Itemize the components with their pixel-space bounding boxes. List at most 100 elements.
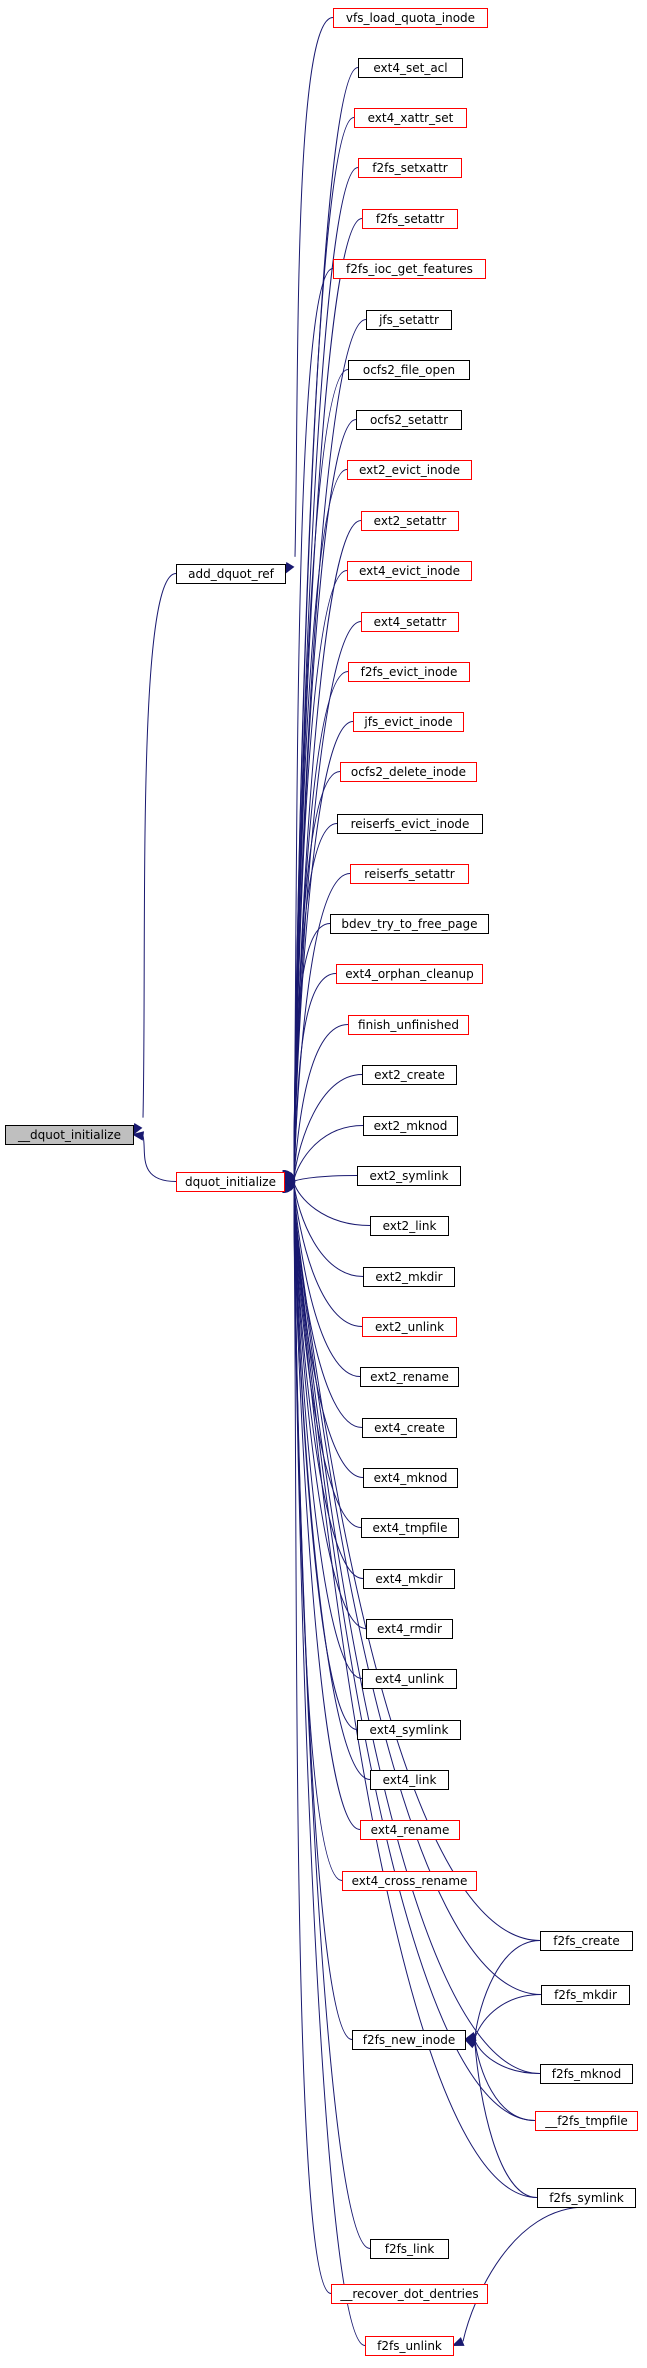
node-box-ext4_set_acl[interactable] bbox=[358, 58, 463, 78]
node-bdev_try_to_free_page[interactable]: bdev_try_to_free_page bbox=[330, 914, 489, 934]
node-box-ext4_mkdir[interactable] bbox=[363, 1569, 455, 1589]
node-box-bdev_try_to_free_page[interactable] bbox=[330, 914, 489, 934]
node-ext2_rename[interactable]: ext2_rename bbox=[360, 1367, 459, 1387]
node-box-f2fs_ioc_get_features[interactable] bbox=[333, 259, 486, 279]
node-box-ext4_mknod[interactable] bbox=[363, 1468, 458, 1488]
node-f2fs_mknod[interactable]: f2fs_mknod bbox=[540, 2064, 633, 2084]
node-f2fs_unlink[interactable]: f2fs_unlink bbox=[365, 2336, 454, 2356]
node-finish_unfinished[interactable]: finish_unfinished bbox=[348, 1015, 469, 1035]
node-box-reiserfs_evict_inode[interactable] bbox=[337, 814, 483, 834]
node-ext2_create[interactable]: ext2_create bbox=[362, 1065, 457, 1085]
node-box-f2fs_evict_inode[interactable] bbox=[348, 662, 470, 682]
node-f2fs_setxattr[interactable]: f2fs_setxattr bbox=[358, 158, 462, 178]
node-ext4_rename[interactable]: ext4_rename bbox=[360, 1820, 460, 1840]
node-box-vfs_load_quota_inode[interactable] bbox=[333, 8, 488, 28]
node-box-f2fs_unlink[interactable] bbox=[365, 2336, 454, 2356]
node-box-ext4_setattr[interactable] bbox=[361, 612, 459, 632]
node-ext2_unlink[interactable]: ext2_unlink bbox=[362, 1317, 457, 1337]
node-box-ext4_orphan_cleanup[interactable] bbox=[336, 964, 483, 984]
node-f2fs_ioc_get_features[interactable]: f2fs_ioc_get_features bbox=[333, 259, 486, 279]
node-ext4_create[interactable]: ext4_create bbox=[362, 1418, 457, 1438]
node-ext2_setattr[interactable]: ext2_setattr bbox=[361, 511, 459, 531]
node-jfs_setattr[interactable]: jfs_setattr bbox=[366, 310, 452, 330]
node-box-f2fs_mkdir[interactable] bbox=[541, 1985, 630, 2005]
node-box-f2fs_new_inode[interactable] bbox=[352, 2030, 466, 2050]
node-ext4_tmpfile[interactable]: ext4_tmpfile bbox=[361, 1518, 459, 1538]
node-box-f2fs_create[interactable] bbox=[540, 1931, 633, 1951]
node-ext4_setattr[interactable]: ext4_setattr bbox=[361, 612, 459, 632]
node-box-f2fs_tmpfile[interactable] bbox=[535, 2111, 638, 2131]
node-ext2_link[interactable]: ext2_link bbox=[370, 1216, 449, 1236]
node-box-finish_unfinished[interactable] bbox=[348, 1015, 469, 1035]
node-ocfs2_setattr[interactable]: ocfs2_setattr bbox=[356, 410, 462, 430]
node-box-ext2_evict_inode[interactable] bbox=[347, 460, 472, 480]
node-ext4_cross_rename[interactable]: ext4_cross_rename bbox=[342, 1871, 477, 1891]
node-dquot_init_root[interactable]: __dquot_initialize bbox=[5, 1125, 134, 1145]
node-recover_dot_dentries[interactable]: __recover_dot_dentries bbox=[331, 2284, 488, 2304]
node-box-ext4_evict_inode[interactable] bbox=[347, 561, 472, 581]
node-box-recover_dot_dentries[interactable] bbox=[331, 2284, 488, 2304]
node-ocfs2_delete_inode[interactable]: ocfs2_delete_inode bbox=[340, 762, 477, 782]
node-box-f2fs_setattr[interactable] bbox=[362, 209, 458, 229]
node-f2fs_mkdir[interactable]: f2fs_mkdir bbox=[541, 1985, 630, 2005]
node-box-ext2_mknod[interactable] bbox=[363, 1116, 458, 1136]
node-ext4_xattr_set[interactable]: ext4_xattr_set bbox=[354, 108, 467, 128]
node-add_dquot_ref[interactable]: add_dquot_ref bbox=[176, 564, 286, 584]
node-box-ext4_tmpfile[interactable] bbox=[361, 1518, 459, 1538]
node-f2fs_new_inode[interactable]: f2fs_new_inode bbox=[352, 2030, 466, 2050]
node-f2fs_setattr[interactable]: f2fs_setattr bbox=[362, 209, 458, 229]
node-f2fs_tmpfile[interactable]: __f2fs_tmpfile bbox=[535, 2111, 638, 2131]
node-box-ext4_symlink[interactable] bbox=[357, 1720, 461, 1740]
node-box-ocfs2_setattr[interactable] bbox=[356, 410, 462, 430]
node-box-ext2_unlink[interactable] bbox=[362, 1317, 457, 1337]
node-box-ext4_link[interactable] bbox=[370, 1770, 449, 1790]
node-ext4_symlink[interactable]: ext4_symlink bbox=[357, 1720, 461, 1740]
node-box-ext2_create[interactable] bbox=[362, 1065, 457, 1085]
node-ext4_mkdir[interactable]: ext4_mkdir bbox=[363, 1569, 455, 1589]
node-ext2_evict_inode[interactable]: ext2_evict_inode bbox=[347, 460, 472, 480]
node-ext4_mknod[interactable]: ext4_mknod bbox=[363, 1468, 458, 1488]
node-ocfs2_file_open[interactable]: ocfs2_file_open bbox=[348, 360, 470, 380]
node-ext4_link[interactable]: ext4_link bbox=[370, 1770, 449, 1790]
node-f2fs_symlink[interactable]: f2fs_symlink bbox=[537, 2188, 636, 2208]
node-box-ocfs2_delete_inode[interactable] bbox=[340, 762, 477, 782]
node-box-add_dquot_ref[interactable] bbox=[176, 564, 286, 584]
node-box-ext4_rmdir[interactable] bbox=[366, 1619, 453, 1639]
node-box-jfs_setattr[interactable] bbox=[366, 310, 452, 330]
node-box-ext2_setattr[interactable] bbox=[361, 511, 459, 531]
node-dquot_initialize[interactable]: dquot_initialize bbox=[176, 1172, 285, 1192]
node-box-f2fs_setxattr[interactable] bbox=[358, 158, 462, 178]
node-box-ext4_create[interactable] bbox=[362, 1418, 457, 1438]
node-ext4_unlink[interactable]: ext4_unlink bbox=[362, 1669, 457, 1689]
node-box-ext4_cross_rename[interactable] bbox=[342, 1871, 477, 1891]
node-box-ext2_rename[interactable] bbox=[360, 1367, 459, 1387]
node-box-ext2_mkdir[interactable] bbox=[363, 1267, 455, 1287]
node-f2fs_create[interactable]: f2fs_create bbox=[540, 1931, 633, 1951]
node-ext2_mknod[interactable]: ext2_mknod bbox=[363, 1116, 458, 1136]
node-ext2_mkdir[interactable]: ext2_mkdir bbox=[363, 1267, 455, 1287]
node-box-ext2_symlink[interactable] bbox=[357, 1166, 461, 1186]
node-box-f2fs_link[interactable] bbox=[370, 2239, 449, 2259]
node-vfs_load_quota_inode[interactable]: vfs_load_quota_inode bbox=[333, 8, 488, 28]
node-box-ext2_link[interactable] bbox=[370, 1216, 449, 1236]
node-ext4_set_acl[interactable]: ext4_set_acl bbox=[358, 58, 463, 78]
node-f2fs_evict_inode[interactable]: f2fs_evict_inode bbox=[348, 662, 470, 682]
node-reiserfs_evict_inode[interactable]: reiserfs_evict_inode bbox=[337, 814, 483, 834]
node-ext4_rmdir[interactable]: ext4_rmdir bbox=[366, 1619, 453, 1639]
node-ext2_symlink[interactable]: ext2_symlink bbox=[357, 1166, 461, 1186]
node-jfs_evict_inode[interactable]: jfs_evict_inode bbox=[353, 712, 464, 732]
node-ext4_orphan_cleanup[interactable]: ext4_orphan_cleanup bbox=[336, 964, 483, 984]
node-reiserfs_setattr[interactable]: reiserfs_setattr bbox=[350, 864, 469, 884]
node-box-jfs_evict_inode[interactable] bbox=[353, 712, 464, 732]
node-box-dquot_initialize[interactable] bbox=[176, 1172, 285, 1192]
node-box-f2fs_symlink[interactable] bbox=[537, 2188, 636, 2208]
node-box-f2fs_mknod[interactable] bbox=[540, 2064, 633, 2084]
node-box-ext4_unlink[interactable] bbox=[362, 1669, 457, 1689]
node-box-ext4_xattr_set[interactable] bbox=[354, 108, 467, 128]
node-box-ocfs2_file_open[interactable] bbox=[348, 360, 470, 380]
node-box-dquot_init_root[interactable] bbox=[5, 1125, 134, 1145]
node-box-reiserfs_setattr[interactable] bbox=[350, 864, 469, 884]
node-ext4_evict_inode[interactable]: ext4_evict_inode bbox=[347, 561, 472, 581]
node-box-ext4_rename[interactable] bbox=[360, 1820, 460, 1840]
node-f2fs_link[interactable]: f2fs_link bbox=[370, 2239, 449, 2259]
